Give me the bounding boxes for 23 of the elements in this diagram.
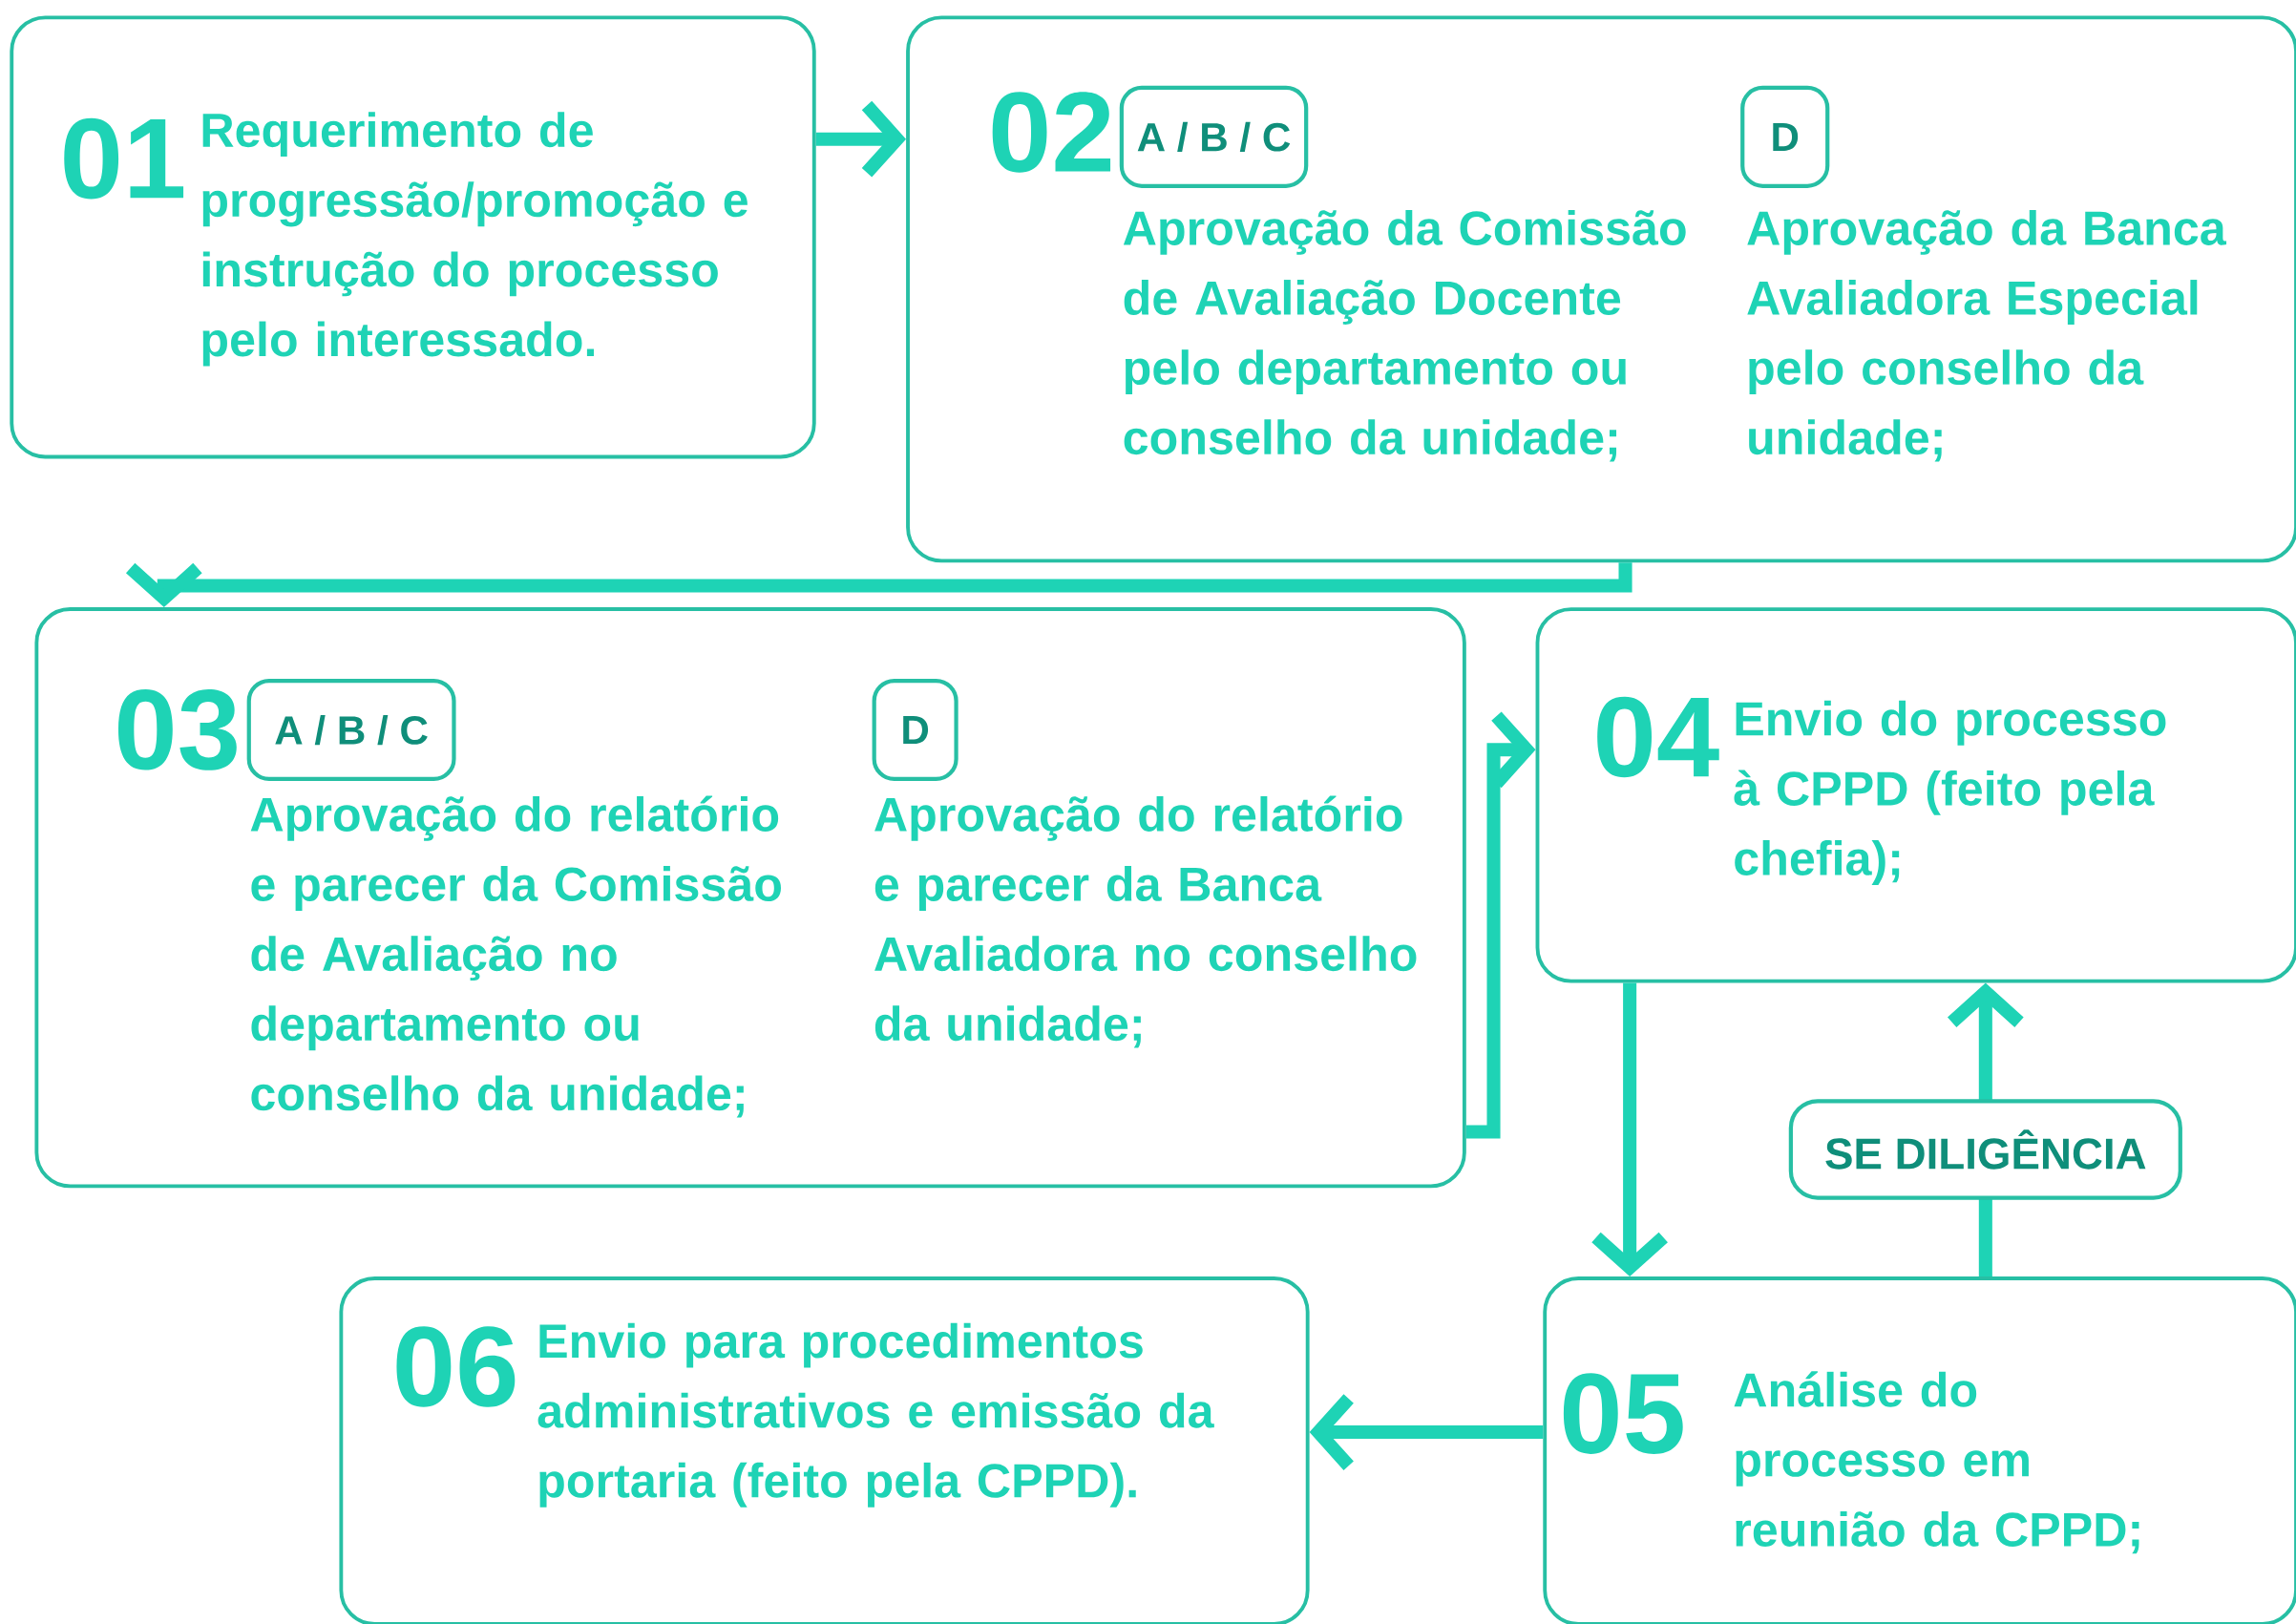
badge: D bbox=[1740, 85, 1830, 188]
step-number: 03 bbox=[110, 685, 244, 774]
step-description: Envio do processo à CPPD (feito pela chefia); bbox=[1734, 700, 2166, 885]
arrow bbox=[125, 562, 1632, 608]
edge-label: SE DILIGÊNCIA bbox=[1788, 1099, 2182, 1200]
arrow bbox=[1309, 1394, 1544, 1470]
step-number: 02 bbox=[984, 88, 1119, 177]
arrow bbox=[1591, 982, 1668, 1277]
step-number: 01 bbox=[56, 115, 190, 202]
step-number: 04 bbox=[1589, 693, 1723, 781]
arrow bbox=[1465, 711, 1536, 1139]
badge: A / B / C bbox=[1119, 85, 1309, 188]
step-description: Aprovação do relatório e parecer da Banca Avaliadora no conselho da unidade; bbox=[874, 795, 1417, 1048]
step-description: Aprovação do relatório e parecer da Comissão de Avaliação no departamento ou conselho da unidade; bbox=[250, 795, 781, 1118]
step-number: 06 bbox=[389, 1322, 523, 1411]
step-description: Requerimento de progressão/promoção e instrução do processo pelo interessado. bbox=[202, 112, 748, 367]
step-description: Aprovação da Comissão de Avaliação Docente pelo departamento ou conselho da unidade; bbox=[1123, 209, 1686, 462]
step-description: Envio para procedimentos administrativos e emissão da portaria (feito pela CPPD). bbox=[537, 1322, 1214, 1508]
badge: D bbox=[872, 679, 958, 782]
badge: A / B / C bbox=[246, 679, 456, 782]
step-description: Aprovação da Banca Avaliadora Especial pelo conselho da unidade; bbox=[1747, 209, 2227, 462]
step-description: Análise do processo em reunião da CPPD; bbox=[1734, 1371, 2139, 1554]
step-number: 05 bbox=[1555, 1369, 1690, 1458]
